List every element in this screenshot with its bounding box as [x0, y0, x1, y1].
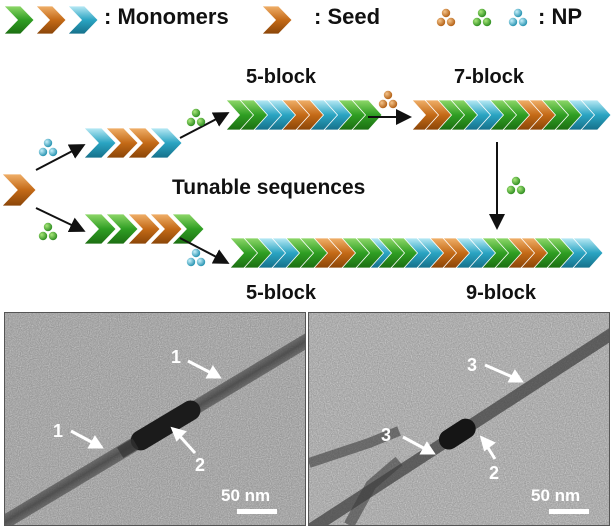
top-5block-label: 5-block — [246, 66, 317, 88]
tem-image-right: 3 3 2 50 nm — [308, 312, 610, 526]
right-9block-label: 9-block — [466, 282, 537, 304]
top-5block-chevron — [351, 99, 383, 131]
nanoparticle — [477, 8, 487, 18]
nanoparticle — [436, 17, 446, 27]
nanoparticle — [513, 8, 523, 18]
legend-monomer-chevrons-chevron — [3, 5, 35, 35]
reaction-arrows — [35, 109, 505, 264]
right-9block-chevron — [572, 237, 604, 269]
nanoparticle — [186, 257, 196, 267]
np-green-to-9block — [506, 176, 526, 195]
right-7block-chevron — [580, 99, 612, 131]
nanoparticle — [196, 257, 206, 267]
nanoparticle — [516, 185, 526, 195]
legend-monomer-chevrons-chevron — [67, 5, 99, 35]
dense-segment-right — [438, 418, 476, 450]
legend-np-green — [472, 8, 492, 27]
nanoparticle — [506, 185, 516, 195]
bottom-3block-chevron — [127, 213, 161, 245]
np-green-to-bottom — [38, 222, 58, 241]
tem-right-callout-2: 2 — [489, 463, 499, 483]
top-3block-chevron — [105, 127, 139, 159]
legend-np-orange — [436, 8, 456, 27]
legend-seed-chevron-chevron — [261, 5, 293, 35]
top-3block-chevron — [127, 127, 161, 159]
nanoparticle — [518, 17, 528, 27]
bottom-3block-chevron — [83, 213, 117, 245]
np-blue-to-bottom5 — [186, 248, 206, 267]
legend-np-blue — [508, 8, 528, 27]
np-blue-to-top — [38, 138, 58, 157]
top-3block-chevron — [83, 127, 117, 159]
assembly-scheme — [1, 5, 612, 269]
nanoparticle — [43, 222, 53, 232]
np-green-to-top5 — [186, 108, 206, 127]
tem-right-scalebar — [549, 509, 589, 514]
bottom-5block-label: 5-block — [246, 282, 317, 304]
top-3block-chevron — [149, 127, 183, 159]
tem-right-scalebar-label: 50 nm — [531, 486, 580, 505]
tem-left-callout-1b: 1 — [53, 421, 63, 441]
arrow-seed-to-top — [35, 144, 86, 171]
nanoparticle — [446, 17, 456, 27]
center-title: Tunable sequences — [172, 176, 366, 199]
nanoparticle — [191, 248, 201, 258]
nanoparticle — [43, 138, 53, 148]
arrow-bottom-to-5block — [179, 237, 230, 264]
bottom-3block-chevron — [105, 213, 139, 245]
nanoparticle — [511, 176, 521, 186]
nanoparticle — [441, 8, 451, 18]
tem-right-callout-3a: 3 — [467, 355, 477, 375]
tem-left-callout-1a: 1 — [171, 347, 181, 367]
dense-segment-left — [130, 400, 201, 451]
legend-monomer-chevrons-chevron — [35, 5, 67, 35]
arrow-top-to-5block — [179, 112, 230, 139]
tem-left-scalebar-label: 50 nm — [221, 486, 270, 505]
tem-left-scalebar — [237, 509, 277, 514]
nanoparticle — [186, 117, 196, 127]
nanoparticle — [38, 147, 48, 157]
tem-left-callout-2: 2 — [195, 455, 205, 475]
arrow-seed-to-bottom — [35, 207, 86, 233]
legend-np-label: : NP — [538, 4, 582, 29]
right-7block-label: 7-block — [454, 66, 525, 88]
nanoparticle — [191, 108, 201, 118]
legend-monomers-label: : Monomers — [104, 4, 229, 29]
nanoparticle — [196, 117, 206, 127]
seed-chevron — [1, 173, 37, 207]
nanoparticle — [508, 17, 518, 27]
nanoparticle — [48, 231, 58, 241]
legend-seed-label: : Seed — [314, 4, 381, 29]
tem-image-left: 1 1 2 50 nm — [4, 312, 306, 526]
nanoparticle — [388, 99, 398, 109]
np-orange-to-7block — [378, 90, 398, 109]
nanoparticle — [482, 17, 492, 27]
nanoparticle — [472, 17, 482, 27]
nanoparticle — [378, 99, 388, 109]
tem-right-callout-3b: 3 — [381, 425, 391, 445]
nanoparticle — [38, 231, 48, 241]
nanoparticle — [48, 147, 58, 157]
bottom-3block-chevron — [149, 213, 183, 245]
nanoparticle — [383, 90, 393, 100]
